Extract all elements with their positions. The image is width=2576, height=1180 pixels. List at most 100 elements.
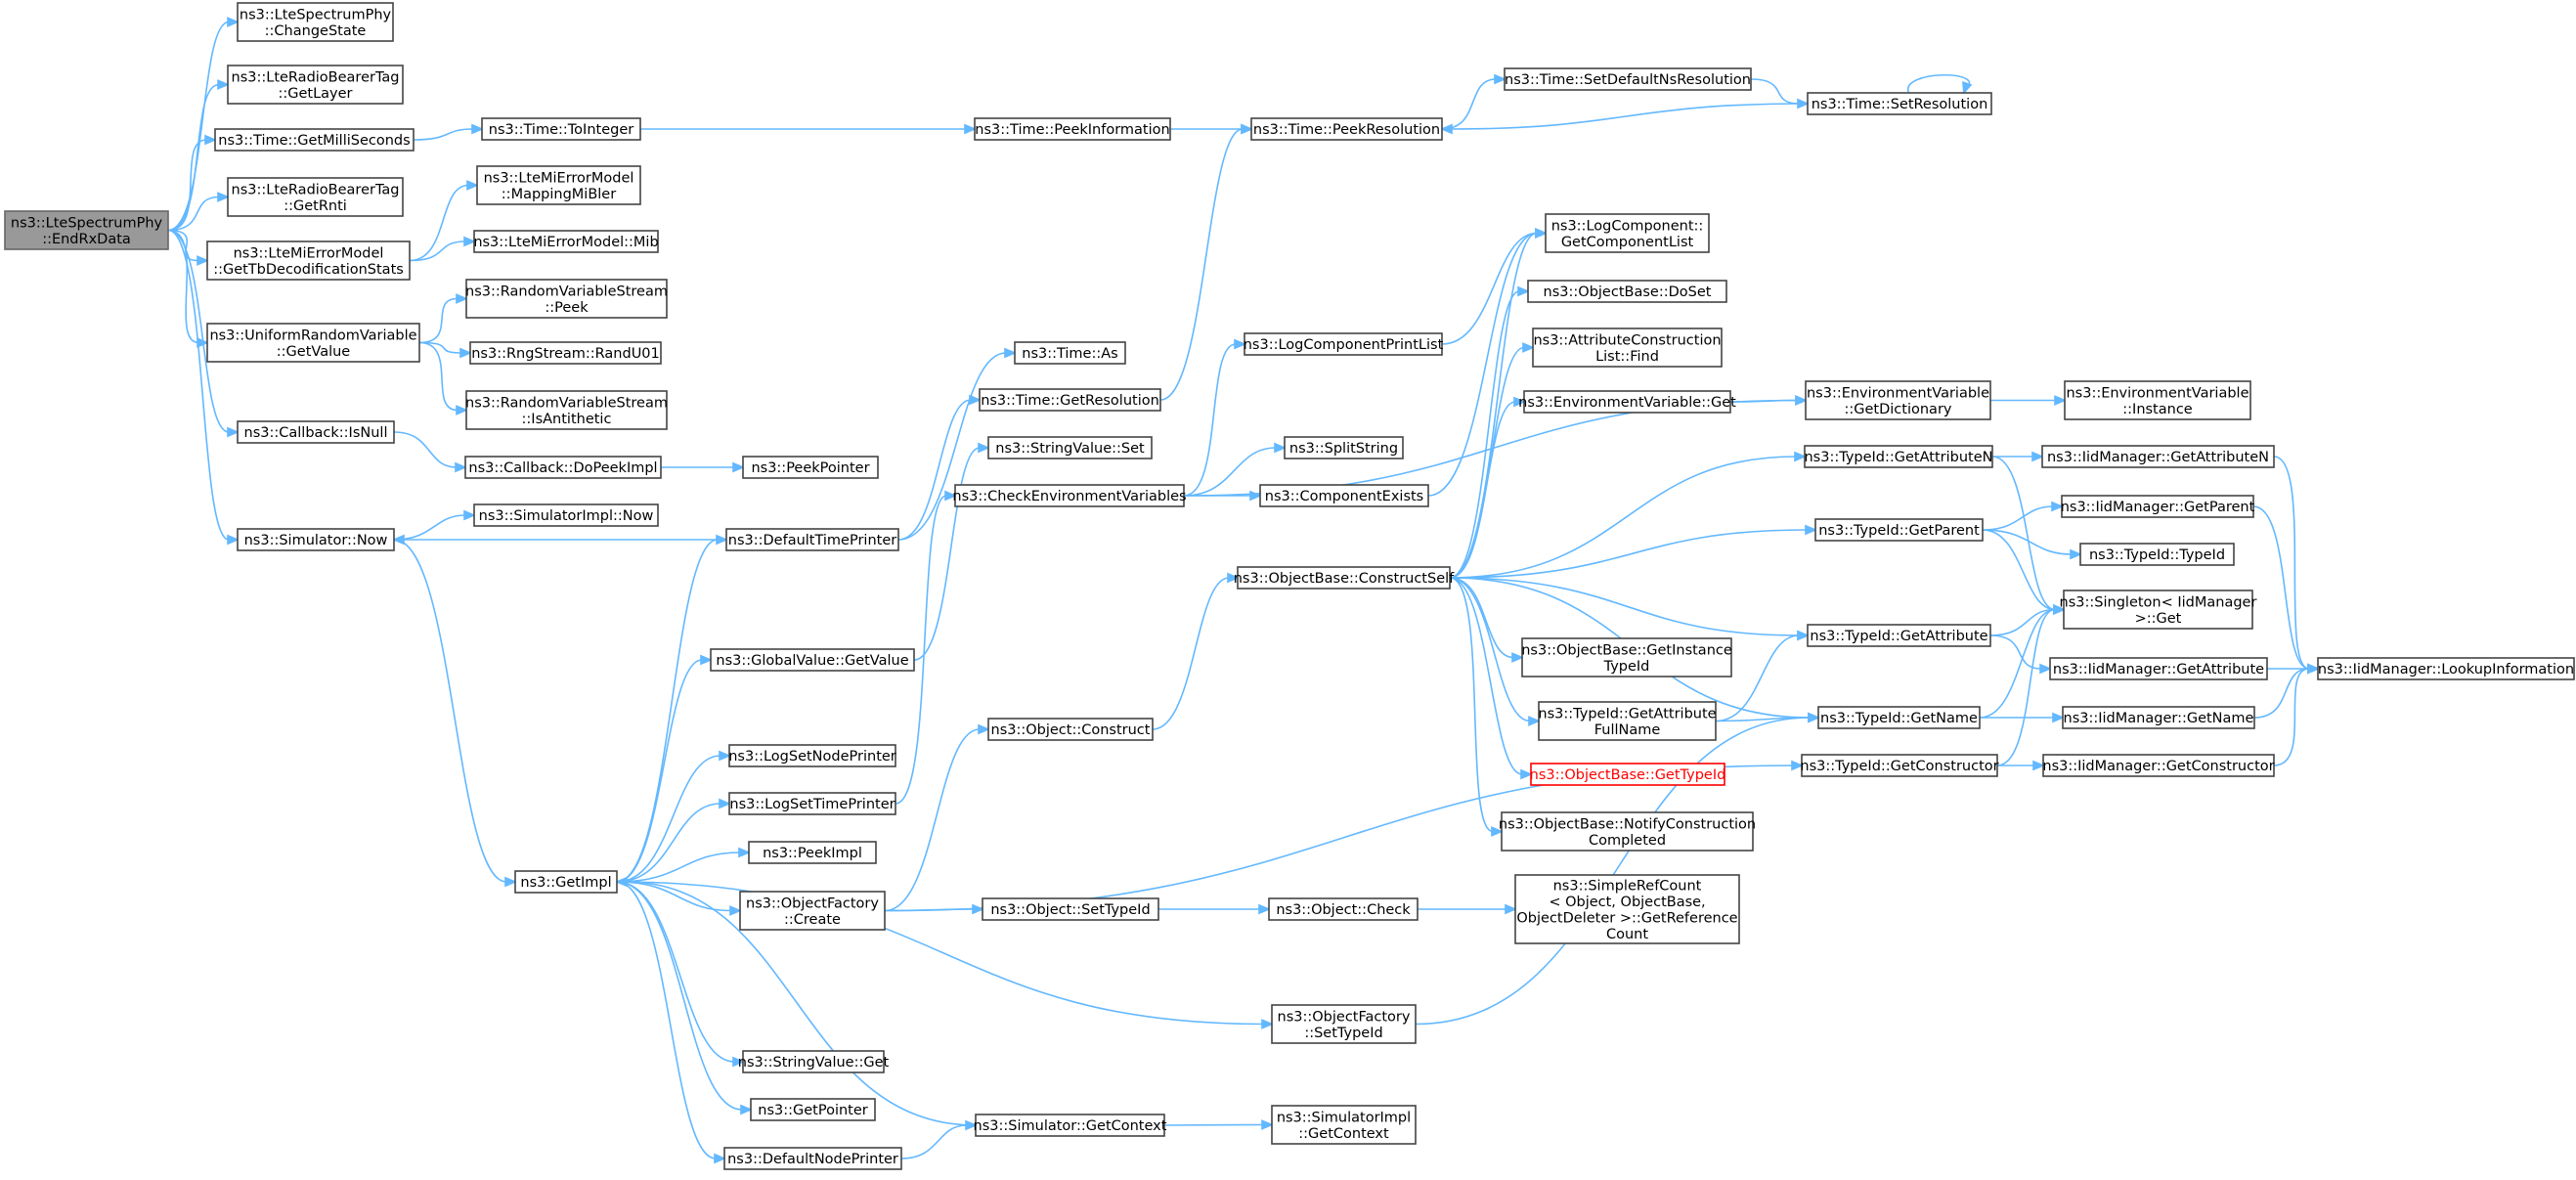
node-cb-is-null[interactable]: ns3::Callback::IsNull <box>237 420 395 444</box>
node-peek-impl[interactable]: ns3::PeekImpl <box>748 841 877 864</box>
node-env-get[interactable]: ns3::EnvironmentVariable::Get <box>1518 390 1736 414</box>
edge-do-peek-impl-to-peek-pointer <box>661 461 746 473</box>
node-mapping-mi-bler[interactable]: ns3::LteMiErrorModel::MappingMiBler <box>476 165 641 205</box>
node-obj-check[interactable]: ns3::Object::Check <box>1268 897 1419 921</box>
node-peek-pointer[interactable]: ns3::PeekPointer <box>742 456 879 479</box>
edge-construct-self-to-get-instance-type-id <box>1449 577 1525 663</box>
node-sim-now[interactable]: ns3::Simulator::Now <box>237 528 395 551</box>
node-label: ns3::SimulatorImpl::Now <box>479 508 654 524</box>
node-get-milli[interactable]: ns3::Time::GetMilliSeconds <box>214 128 415 152</box>
node-mib[interactable]: ns3::LteMiErrorModel::Mib <box>473 230 659 253</box>
node-default-node-printer[interactable]: ns3::DefaultNodePrinter <box>723 1147 902 1170</box>
node-get-tb-decod[interactable]: ns3::LteMiErrorModel::GetTbDecodificatio… <box>206 240 411 281</box>
node-label: ns3::Callback::DoPeekImpl <box>468 460 657 476</box>
node-sim-impl-now[interactable]: ns3::SimulatorImpl::Now <box>473 503 659 527</box>
node-log-comp-print-list[interactable]: ns3::LogComponentPrintList <box>1244 332 1444 356</box>
node-change-state[interactable]: ns3::LteSpectrumPhy::ChangeState <box>237 2 394 42</box>
node-simple-ref-count[interactable]: ns3::SimpleRefCount< Object, ObjectBase,… <box>1514 874 1740 944</box>
node-get-comp-list[interactable]: ns3::LogComponent::GetComponentList <box>1545 213 1710 253</box>
node-component-exists[interactable]: ns3::ComponentExists <box>1259 484 1429 507</box>
node-peek-resolution[interactable]: ns3::Time::PeekResolution <box>1250 117 1443 141</box>
node-label: ns3::RngStream::RandU01 <box>471 346 660 362</box>
node-iid-get-parent[interactable]: ns3::IidManager::GetParent <box>2061 495 2255 518</box>
node-rand-u01[interactable]: ns3::RngStream::RandU01 <box>469 341 662 365</box>
edge-root-to-cb-is-null <box>167 229 240 438</box>
node-obj-construct[interactable]: ns3::Object::Construct <box>987 718 1154 741</box>
node-is-antithetic[interactable]: ns3::RandomVariableStream::IsAntithetic <box>465 390 668 430</box>
node-env-instance[interactable]: ns3::EnvironmentVariable::Instance <box>2064 380 2251 420</box>
node-get-layer[interactable]: ns3::LteRadioBearerTag::GetLayer <box>227 65 404 105</box>
node-set-default-ns-res[interactable]: ns3::Time::SetDefaultNsResolution <box>1504 67 1752 91</box>
node-tid-get-constructor[interactable]: ns3::TypeId::GetConstructor <box>1800 754 1999 777</box>
node-time-get-res[interactable]: ns3::Time::GetResolution <box>979 388 1161 412</box>
node-notify-construction[interactable]: ns3::ObjectBase::NotifyConstructionCompl… <box>1499 811 1756 852</box>
node-construct-self[interactable]: ns3::ObjectBase::ConstructSelf <box>1234 566 1455 590</box>
node-label: ::Peek <box>545 300 589 316</box>
edge-time-get-res-to-peek-resolution <box>1159 123 1254 401</box>
node-box <box>1545 213 1710 253</box>
node-tid-get-attr-n[interactable]: ns3::TypeId::GetAttributeN <box>1804 445 1993 468</box>
node-tid-type-id[interactable]: ns3::TypeId::TypeId <box>2079 543 2235 566</box>
node-iid-get-constructor[interactable]: ns3::IidManager::GetConstructor <box>2042 754 2275 777</box>
node-str-val-get[interactable]: ns3::StringValue::Get <box>738 1050 890 1073</box>
node-label: ns3::Time::GetResolution <box>981 393 1159 409</box>
node-sim-get-context[interactable]: ns3::Simulator::GetContext <box>974 1114 1167 1137</box>
edge-obj-check-to-simple-ref-count <box>1418 903 1518 915</box>
node-to-integer[interactable]: ns3::Time::ToInteger <box>481 117 641 141</box>
node-get-rnti[interactable]: ns3::LteRadioBearerTag::GetRnti <box>227 177 404 217</box>
node-sim-impl-get-context[interactable]: ns3::SimulatorImpl::GetContext <box>1271 1105 1417 1145</box>
node-label: ns3::EnvironmentVariable::Get <box>1518 395 1736 411</box>
node-peek-information[interactable]: ns3::Time::PeekInformation <box>974 117 1171 141</box>
node-set-resolution[interactable]: ns3::Time::SetResolution <box>1807 92 1992 115</box>
node-of-set-type-id[interactable]: ns3::ObjectFactory::SetTypeId <box>1271 1004 1417 1044</box>
node-do-set[interactable]: ns3::ObjectBase::DoSet <box>1527 280 1727 303</box>
node-obj-factory-create[interactable]: ns3::ObjectFactory::Create <box>739 891 886 931</box>
node-tid-get-parent[interactable]: ns3::TypeId::GetParent <box>1814 518 1984 542</box>
node-box <box>473 503 659 527</box>
node-box <box>974 117 1171 141</box>
node-get-pointer[interactable]: ns3::GetPointer <box>750 1098 876 1121</box>
node-label: < Object, ObjectBase, <box>1549 895 1705 910</box>
node-label: ns3::SimpleRefCount <box>1553 878 1702 894</box>
node-label: List::Find <box>1595 349 1659 365</box>
node-iid-get-attr-n[interactable]: ns3::IidManager::GetAttributeN <box>2041 445 2275 468</box>
node-get-impl[interactable]: ns3::GetImpl <box>514 870 618 894</box>
node-do-peek-impl[interactable]: ns3::Callback::DoPeekImpl <box>464 456 662 479</box>
node-split-string[interactable]: ns3::SplitString <box>1284 436 1404 459</box>
node-lookup-info[interactable]: ns3::IidManager::LookupInformation <box>2317 657 2575 680</box>
edge-get-impl-to-default-node-printer <box>616 881 727 1164</box>
node-label: ::ChangeState <box>265 23 367 39</box>
node-tid-get-attr[interactable]: ns3::TypeId::GetAttribute <box>1807 624 1991 647</box>
node-box <box>1268 897 1419 921</box>
node-ob-get-type-id[interactable]: ns3::ObjectBase::GetTypeId <box>1530 763 1726 786</box>
node-time-as[interactable]: ns3::Time::As <box>1014 341 1126 365</box>
node-label: ns3::LteMiErrorModel <box>234 245 384 261</box>
node-iid-get-attr[interactable]: ns3::IidManager::GetAttribute <box>2049 657 2268 680</box>
node-iid-get-name[interactable]: ns3::IidManager::GetName <box>2062 706 2255 729</box>
node-log-set-node-printer[interactable]: ns3::LogSetNodePrinter <box>728 744 896 767</box>
node-rvs-peek[interactable]: ns3::RandomVariableStream::Peek <box>465 279 668 319</box>
edge-root-to-change-state <box>167 17 240 232</box>
edge-iid-get-constructor-to-lookup-info <box>2273 663 2321 766</box>
node-tid-get-name[interactable]: ns3::TypeId::GetName <box>1817 706 1981 729</box>
edge-get-impl-to-global-get-value <box>616 654 714 883</box>
node-box <box>1271 1105 1417 1145</box>
node-log-set-time-printer[interactable]: ns3::LogSetTimePrinter <box>728 792 896 815</box>
node-box <box>750 1098 876 1121</box>
node-obj-set-type-id[interactable]: ns3::Object::SetTypeId <box>982 897 1159 921</box>
edge-component-exists-to-get-comp-list <box>1427 228 1549 497</box>
node-box <box>1504 67 1752 91</box>
node-default-time-printer[interactable]: ns3::DefaultTimePrinter <box>725 528 899 551</box>
node-label: ns3::StringValue::Get <box>738 1055 890 1071</box>
node-root[interactable]: ns3::LteSpectrumPhy::EndRxData <box>4 210 169 250</box>
node-global-get-value[interactable]: ns3::GlobalValue::GetValue <box>710 648 915 672</box>
node-str-val-set[interactable]: ns3::StringValue::Set <box>987 436 1153 459</box>
node-check-env[interactable]: ns3::CheckEnvironmentVariables <box>952 484 1187 507</box>
node-uniform-get-value[interactable]: ns3::UniformRandomVariable::GetValue <box>206 323 420 363</box>
node-singleton-get[interactable]: ns3::Singleton< IidManager>::Get <box>2060 590 2257 630</box>
node-env-get-dict[interactable]: ns3::EnvironmentVariable::GetDictionary <box>1805 380 1991 420</box>
node-label: ::GetLayer <box>278 86 352 102</box>
